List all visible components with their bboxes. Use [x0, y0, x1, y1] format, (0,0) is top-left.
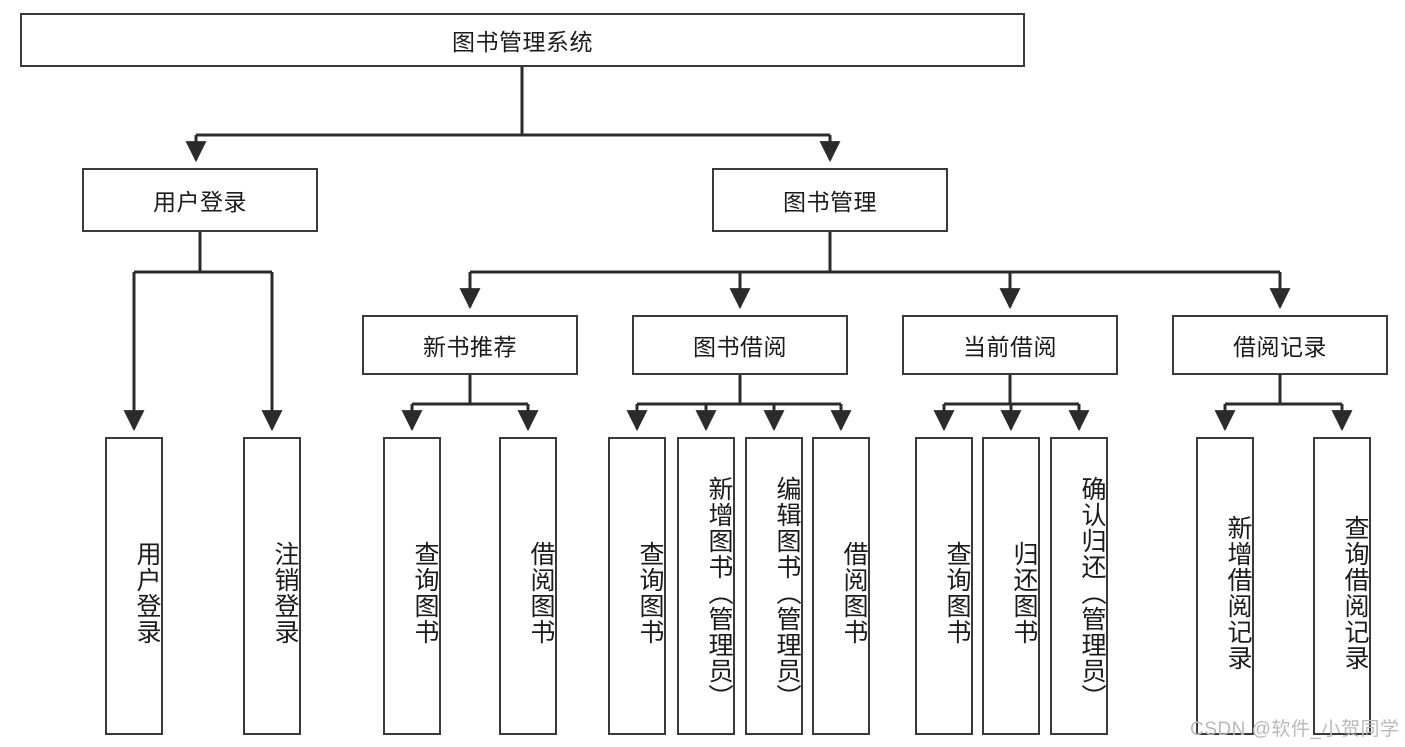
node-leaf-user-login[interactable]: 用户登录: [105, 437, 163, 735]
node-leaf-query-record[interactable]: 查询借阅记录: [1313, 437, 1371, 735]
node-leaf-confirm-return-label: 确认归还（管理员）: [1078, 476, 1106, 710]
node-leaf-borrow-book-1[interactable]: 借阅图书: [499, 437, 557, 735]
node-leaf-query-record-label: 查询借阅记录: [1341, 515, 1369, 671]
node-leaf-confirm-return[interactable]: 确认归还（管理员）: [1050, 437, 1108, 735]
node-leaf-query-book-2[interactable]: 查询图书: [608, 437, 666, 735]
node-leaf-query-book-2-label: 查询图书: [636, 541, 664, 645]
node-leaf-edit-book-label: 编辑图书（管理员）: [773, 476, 801, 710]
node-leaf-edit-book[interactable]: 编辑图书（管理员）: [745, 437, 803, 735]
node-leaf-query-book-1-label: 查询图书: [411, 541, 439, 645]
node-borrow-record[interactable]: 借阅记录: [1172, 315, 1388, 375]
node-new-book-recommend[interactable]: 新书推荐: [362, 315, 578, 375]
node-borrow-record-label: 借阅记录: [1233, 334, 1327, 360]
node-leaf-return-book-label: 归还图书: [1010, 541, 1038, 645]
node-leaf-add-book[interactable]: 新增图书（管理员）: [677, 437, 735, 735]
node-leaf-query-book-1[interactable]: 查询图书: [383, 437, 441, 735]
node-leaf-query-book-3-label: 查询图书: [943, 541, 971, 645]
node-book-manage-label: 图书管理: [783, 189, 877, 215]
node-leaf-borrow-book-2-label: 借阅图书: [840, 541, 868, 645]
node-current-borrow[interactable]: 当前借阅: [902, 315, 1118, 375]
node-leaf-add-record-label: 新增借阅记录: [1224, 515, 1252, 671]
node-book-borrow[interactable]: 图书借阅: [632, 315, 848, 375]
node-root-label: 图书管理系统: [452, 29, 593, 55]
node-leaf-borrow-book-2[interactable]: 借阅图书: [812, 437, 870, 735]
node-book-manage[interactable]: 图书管理: [712, 168, 948, 232]
node-book-borrow-label: 图书借阅: [693, 334, 787, 360]
node-user-login[interactable]: 用户登录: [82, 168, 318, 232]
node-leaf-add-record[interactable]: 新增借阅记录: [1196, 437, 1254, 735]
node-leaf-logout-label: 注销登录: [271, 541, 299, 645]
node-new-book-recommend-label: 新书推荐: [423, 334, 517, 360]
node-leaf-query-book-3[interactable]: 查询图书: [915, 437, 973, 735]
node-leaf-user-login-label: 用户登录: [133, 541, 161, 645]
node-leaf-add-book-label: 新增图书（管理员）: [705, 476, 733, 710]
node-root[interactable]: 图书管理系统: [20, 13, 1025, 67]
node-leaf-borrow-book-1-label: 借阅图书: [527, 541, 555, 645]
node-leaf-return-book[interactable]: 归还图书: [982, 437, 1040, 735]
node-leaf-logout[interactable]: 注销登录: [243, 437, 301, 735]
node-user-login-label: 用户登录: [153, 189, 247, 215]
node-current-borrow-label: 当前借阅: [963, 334, 1057, 360]
